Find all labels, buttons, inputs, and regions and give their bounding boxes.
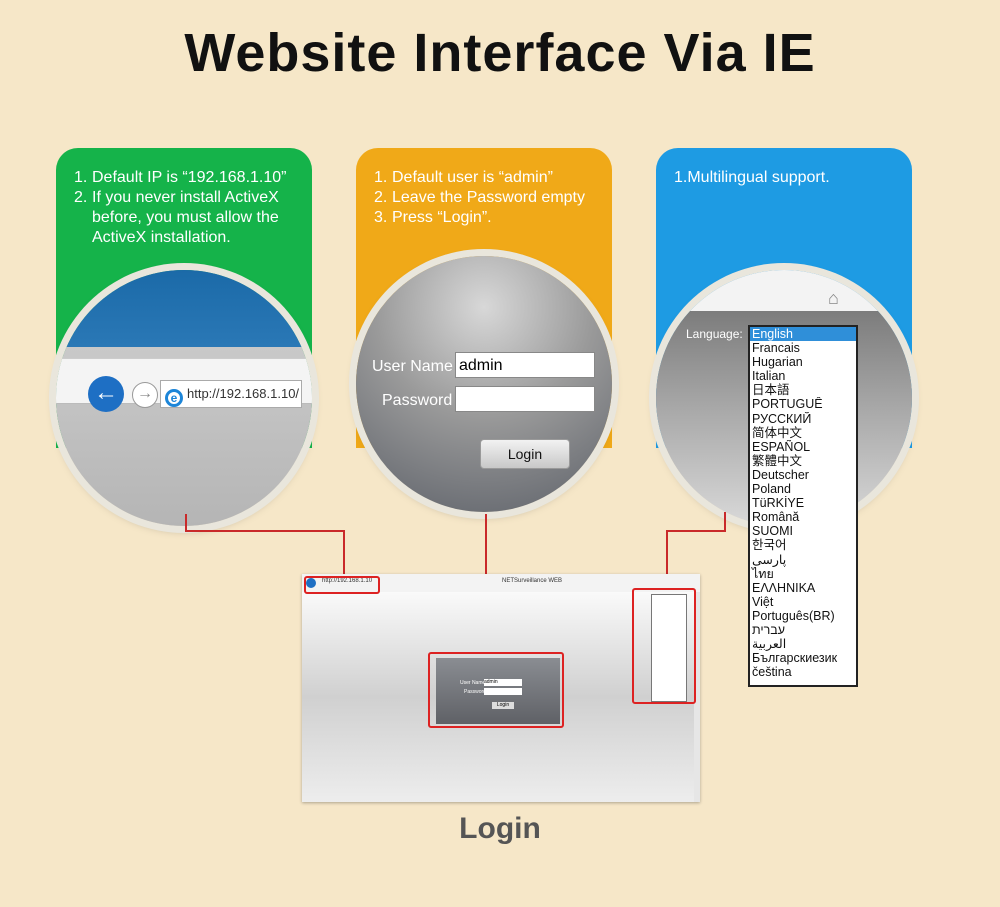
address-bar[interactable]: e http://192.168.1.10/	[160, 380, 302, 408]
language-option[interactable]: پارسی	[752, 552, 787, 567]
language-option[interactable]: Българскиезик	[752, 651, 838, 666]
language-option[interactable]: ESPAÑOL	[752, 439, 811, 454]
screenshot-address: http://192.168.1.10	[322, 578, 373, 584]
language-option[interactable]: Português(BR)	[752, 608, 835, 623]
language-option[interactable]: SUOMI	[752, 524, 793, 539]
language-option[interactable]: Italian	[752, 369, 786, 384]
login-button[interactable]: Login	[480, 439, 570, 469]
green-panel-text: 1.Default IP is “192.168.1.10” 2.If you …	[56, 148, 312, 248]
language-option[interactable]: 한국어	[752, 538, 787, 553]
password-input[interactable]	[455, 386, 595, 412]
password-label: Password	[382, 392, 453, 409]
language-option[interactable]: Hugarian	[752, 355, 803, 370]
language-option[interactable]: 日本語	[752, 383, 790, 398]
language-option[interactable]: Việt	[752, 594, 774, 609]
language-option[interactable]: العربية	[752, 637, 787, 652]
screenshot-back-icon	[306, 578, 316, 588]
language-option[interactable]: ไทย	[752, 566, 774, 581]
language-option[interactable]: 繁體中文	[752, 453, 803, 468]
multilingual-instruction: 1.Multilingual support.	[674, 169, 830, 186]
screenshot-language-list	[651, 594, 687, 702]
address-highlight	[304, 576, 380, 594]
back-arrow-icon[interactable]: ←	[88, 376, 124, 412]
screenshot-login-box: User Name admin Password Login	[436, 658, 560, 724]
blue-panel-text: 1.Multilingual support.	[656, 148, 912, 188]
language-option[interactable]: 简体中文	[752, 425, 803, 440]
language-option[interactable]: Francais	[752, 341, 800, 356]
language-option[interactable]: čeština	[752, 665, 792, 680]
ie-browser-zoom: ← → e http://192.168.1.10/	[56, 270, 312, 526]
language-option[interactable]: English	[750, 327, 856, 342]
screenshot-tab: NETSurveillance WEB	[502, 578, 563, 584]
login-page-screenshot: http://192.168.1.10 NETSurveillance WEB …	[302, 574, 700, 802]
ip-instruction: Default IP is “192.168.1.10”	[92, 169, 287, 186]
default-user-instruction: Default user is “admin”	[392, 169, 553, 186]
username-label: User Name	[372, 358, 453, 375]
orange-panel-text: 1.Default user is “admin” 2.Leave the Pa…	[374, 169, 585, 226]
language-label: Language:	[686, 327, 743, 341]
login-zoom: User Name admin Password Login	[356, 256, 612, 512]
language-option[interactable]: TüRKİYE	[752, 496, 805, 511]
screenshot-scrollbar	[694, 592, 700, 802]
language-highlight	[632, 588, 696, 704]
language-option[interactable]: РУССКИЙ	[752, 411, 812, 426]
login-caption: Login	[459, 812, 541, 845]
page-title: Website Interface Via IE	[184, 23, 816, 83]
language-option[interactable]: ΕΛΛΗΝΙΚΑ	[752, 580, 816, 595]
login-box-highlight	[428, 652, 564, 728]
language-option[interactable]: Deutscher	[752, 467, 809, 482]
language-option[interactable]: עברית	[752, 622, 786, 637]
ie-logo-icon: e	[165, 389, 183, 407]
username-input[interactable]: admin	[455, 352, 595, 378]
activex-instruction: If you never install ActiveX before, you…	[92, 189, 279, 246]
language-option[interactable]: Română	[752, 510, 800, 525]
forward-arrow-icon[interactable]: →	[132, 382, 158, 408]
language-option[interactable]: PORTUGUÊ	[752, 397, 823, 412]
password-instruction: Leave the Password empty	[392, 189, 585, 206]
language-option[interactable]: Poland	[752, 482, 791, 497]
login-instruction: Press “Login”.	[392, 209, 492, 226]
address-text: http://192.168.1.10/	[187, 386, 300, 401]
home-icon[interactable]: ⌂	[828, 288, 839, 308]
